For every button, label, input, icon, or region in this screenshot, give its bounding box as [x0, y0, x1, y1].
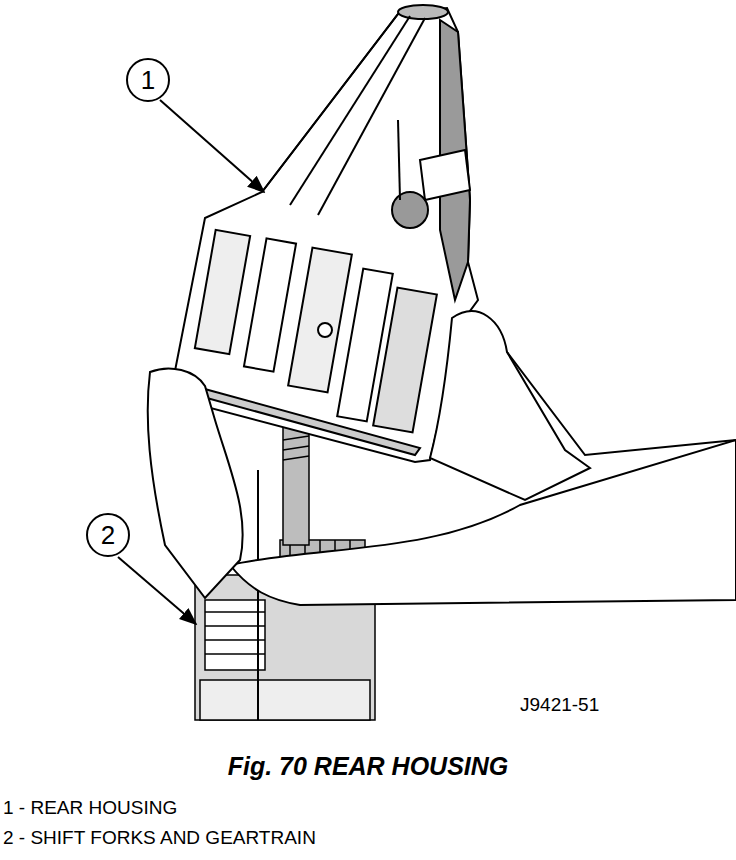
figure-code: J9421-51 — [520, 694, 599, 716]
callout-circle: 1 — [126, 58, 170, 102]
legend-text: 2 - SHIFT FORKS AND GEARTRAIN — [3, 827, 316, 849]
callout-circle: 2 — [86, 513, 130, 557]
legend-text: 1 - REAR HOUSING — [3, 797, 177, 819]
callout-number: 1 — [141, 65, 155, 96]
callout-number: 2 — [101, 520, 115, 551]
figure-caption: Fig. 70 REAR HOUSING — [228, 752, 509, 781]
